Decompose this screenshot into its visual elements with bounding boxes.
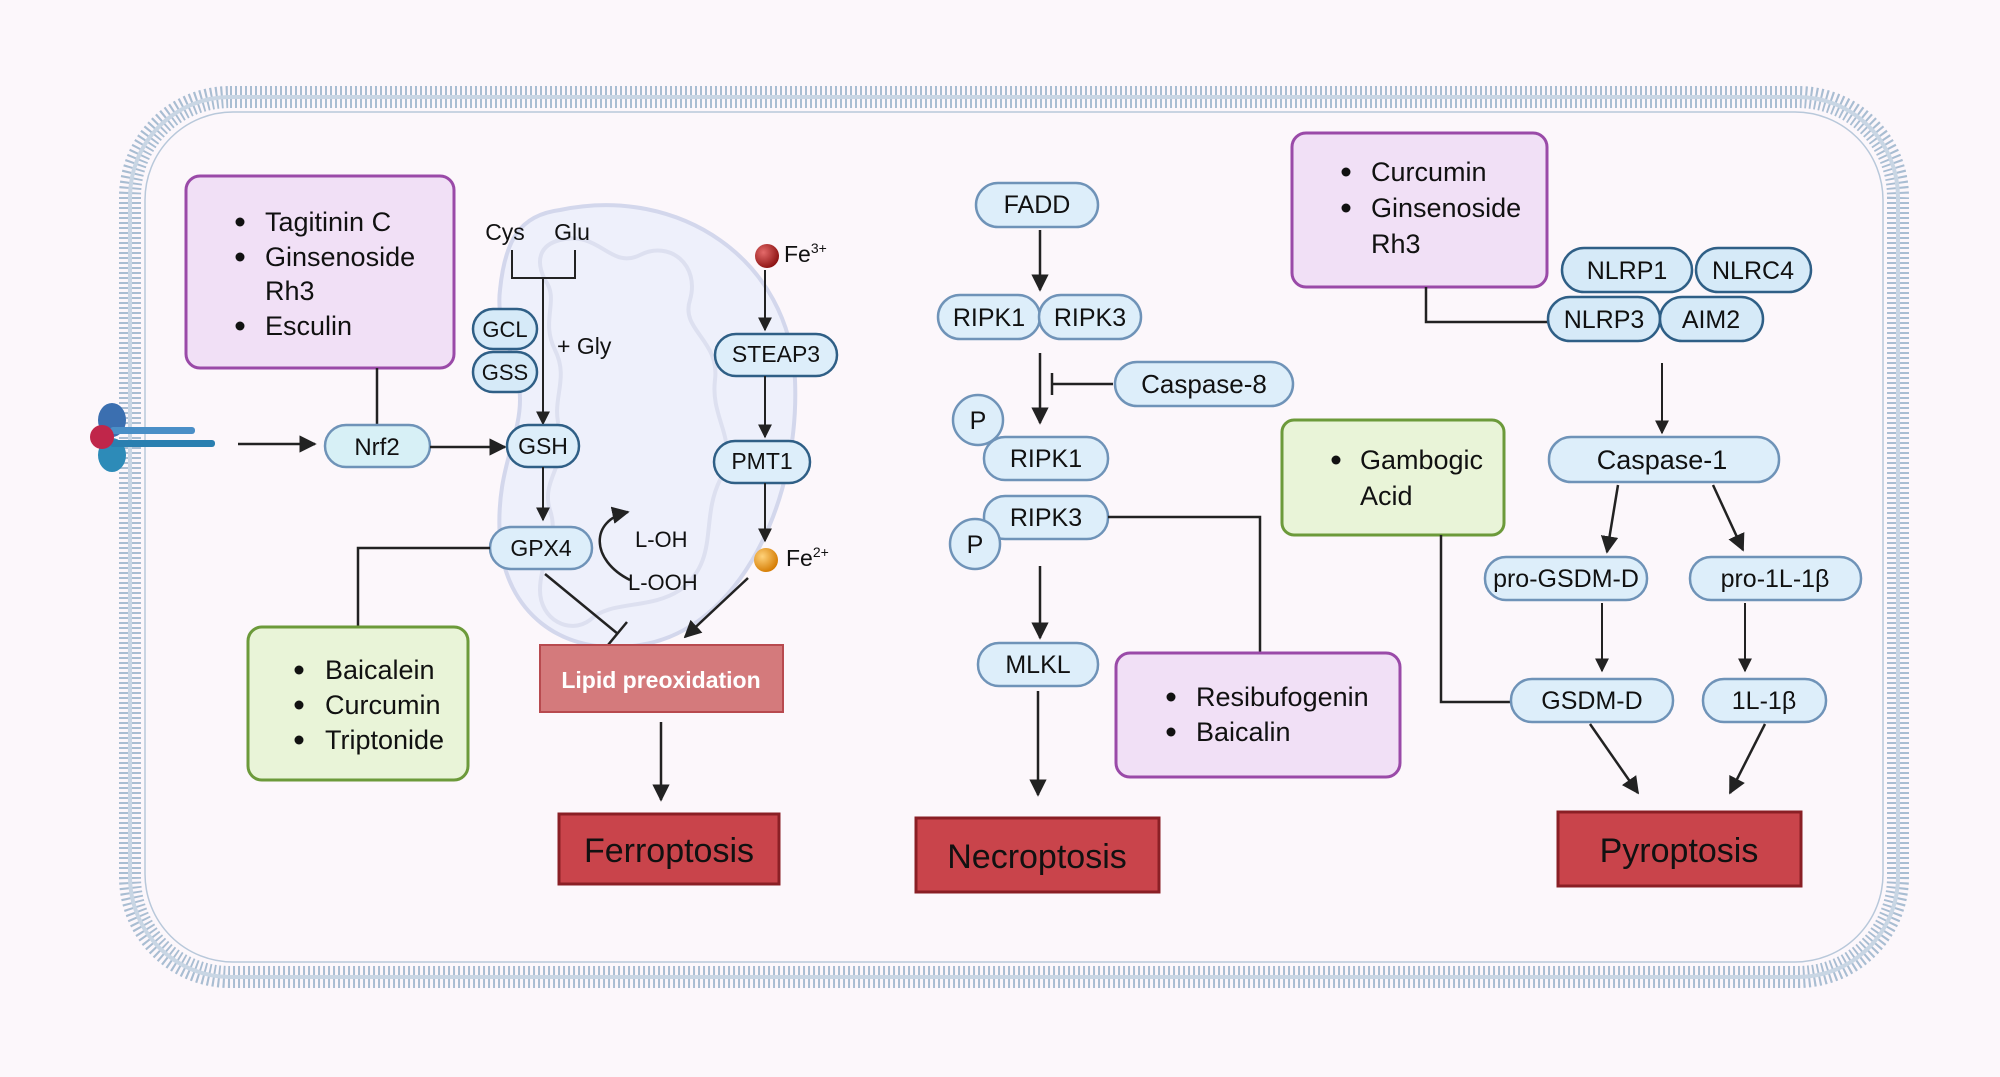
svg-text:MLKL: MLKL — [1005, 651, 1070, 679]
pro-gsdmd-node: pro-GSDM-D — [1483, 555, 1649, 602]
gpx4-node: GPX4 — [488, 525, 594, 571]
drug-item: Ginsenoside — [265, 242, 415, 272]
cys-label: Cys — [485, 219, 525, 245]
svg-text:Nrf2: Nrf2 — [354, 434, 399, 461]
ferroptosis-activator-box: Baicalein Curcumin Triptonide — [246, 625, 470, 782]
membrane-receptor-icon — [90, 403, 215, 472]
svg-text:RIPK3: RIPK3 — [1010, 504, 1082, 532]
ripk1-phospho-node: RIPK1 — [982, 435, 1110, 482]
pyroptosis-drug-box: Curcumin Ginsenoside Rh3 — [1290, 131, 1549, 289]
svg-text:Pyroptosis: Pyroptosis — [1600, 832, 1759, 870]
drug-item: Curcumin — [325, 690, 441, 720]
drug-item: Acid — [1360, 481, 1413, 511]
fadd-node: FADD — [974, 181, 1100, 229]
drug-item: Tagitinin C — [265, 207, 391, 237]
phospho-badge-2: P — [948, 517, 1002, 571]
svg-text:PMT1: PMT1 — [731, 448, 792, 474]
fe2-label: Fe2+ — [786, 544, 829, 571]
svg-text:RIPK1: RIPK1 — [953, 304, 1025, 332]
necroptosis-outcome: Necroptosis — [914, 816, 1161, 894]
drug-item: Baicalein — [325, 655, 435, 685]
svg-text:GSH: GSH — [518, 433, 568, 459]
phospho-badge-1: P — [951, 393, 1005, 447]
fe3-ion-icon — [755, 244, 779, 268]
svg-text:Caspase-8: Caspase-8 — [1141, 369, 1267, 399]
ripk3-phospho-node: RIPK3 — [982, 494, 1110, 541]
svg-text:GSDM-D: GSDM-D — [1541, 687, 1642, 715]
svg-text:Lipid preoxidation: Lipid preoxidation — [561, 667, 760, 693]
caspase8-node: Caspase-8 — [1113, 360, 1295, 408]
nlrp1-node: NLRP1 — [1560, 246, 1694, 294]
drug-item: Curcumin — [1371, 157, 1487, 187]
gsh-node: GSH — [505, 423, 581, 469]
svg-text:Caspase-1: Caspase-1 — [1597, 445, 1728, 475]
pyroptosis-outcome: Pyroptosis — [1556, 810, 1803, 888]
ferroptosis-outcome: Ferroptosis — [557, 812, 781, 886]
necroptosis-drug-box: Resibufogenin Baicalin — [1114, 651, 1402, 779]
gambogic-acid-box: Gambogic Acid — [1280, 418, 1506, 537]
mlkl-node: MLKL — [976, 641, 1100, 688]
fe2-ion-icon — [754, 548, 778, 572]
drug-item: Rh3 — [1371, 229, 1421, 259]
gcl-node: GCL — [471, 307, 539, 351]
svg-text:RIPK1: RIPK1 — [1010, 445, 1082, 473]
ferroptosis-inhibitor-box: Tagitinin C Ginsenoside Rh3 Esculin — [184, 174, 456, 370]
svg-text:NLRC4: NLRC4 — [1712, 257, 1794, 285]
gss-node: GSS — [471, 350, 539, 394]
pro-il1b-node: pro-1L-1β — [1688, 555, 1863, 602]
svg-text:P: P — [967, 531, 984, 559]
nlrp3-node: NLRP3 — [1546, 295, 1662, 343]
svg-text:GSS: GSS — [482, 360, 528, 385]
svg-text:FADD: FADD — [1004, 191, 1071, 219]
ripk1-top-node: RIPK1 — [936, 293, 1042, 341]
svg-text:Ferroptosis: Ferroptosis — [584, 832, 754, 870]
caspase1-node: Caspase-1 — [1547, 435, 1781, 484]
gsdmd-node: GSDM-D — [1509, 677, 1675, 724]
drug-item: Esculin — [265, 311, 352, 341]
pmt1-node: PMT1 — [712, 439, 812, 485]
lipid-peroxidation-box: Lipid preoxidation — [539, 644, 784, 713]
svg-text:GCL: GCL — [482, 317, 527, 342]
svg-text:pro-GSDM-D: pro-GSDM-D — [1493, 565, 1639, 593]
fe3-label: Fe3+ — [784, 240, 827, 267]
drug-item: Rh3 — [265, 276, 315, 306]
nlrc4-node: NLRC4 — [1694, 246, 1813, 294]
gly-label: + Gly — [557, 333, 612, 359]
ripk3-top-node: RIPK3 — [1037, 293, 1143, 341]
svg-text:RIPK3: RIPK3 — [1054, 304, 1126, 332]
svg-text:NLRP3: NLRP3 — [1564, 306, 1645, 334]
drug-item: Ginsenoside — [1371, 193, 1521, 223]
drug-item: Gambogic — [1360, 445, 1483, 475]
drug-item: Resibufogenin — [1196, 682, 1369, 712]
il1b-node: 1L-1β — [1701, 677, 1828, 724]
steap3-node: STEAP3 — [713, 332, 839, 378]
svg-text:Necroptosis: Necroptosis — [947, 838, 1127, 876]
nrf2-node: Nrf2 — [323, 423, 432, 469]
svg-text:pro-1L-1β: pro-1L-1β — [1721, 565, 1830, 593]
l-oh-label: L-OH — [635, 527, 688, 552]
glu-label: Glu — [554, 219, 590, 245]
aim2-node: AIM2 — [1658, 295, 1765, 343]
svg-text:AIM2: AIM2 — [1682, 306, 1740, 334]
svg-text:P: P — [970, 407, 987, 435]
svg-text:STEAP3: STEAP3 — [732, 341, 820, 367]
svg-text:NLRP1: NLRP1 — [1587, 257, 1668, 285]
drug-item: Triptonide — [325, 725, 444, 755]
svg-text:GPX4: GPX4 — [510, 535, 572, 561]
svg-text:1L-1β: 1L-1β — [1732, 687, 1796, 715]
l-ooh-label: L-OOH — [628, 570, 698, 595]
drug-item: Baicalin — [1196, 717, 1291, 747]
